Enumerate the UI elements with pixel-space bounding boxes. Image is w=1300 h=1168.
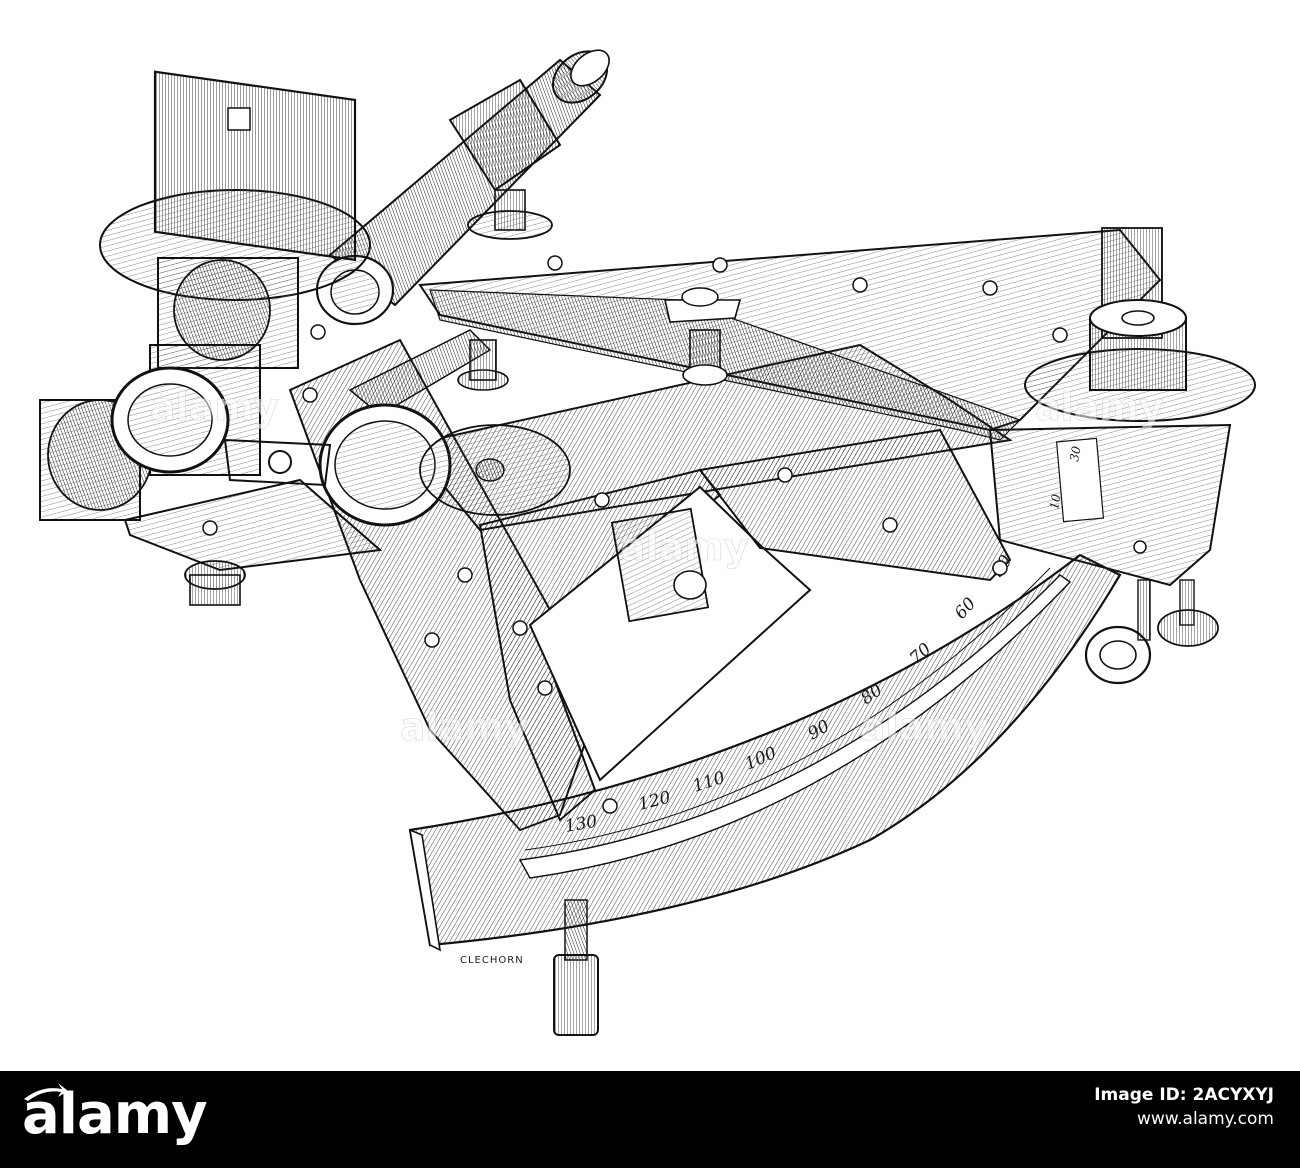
image-meta: Image ID: 2ACYXYJ www.alamy.com (1094, 1083, 1274, 1131)
watermark: alamy alamy alamy alamy alamy (150, 385, 1165, 750)
telescope (315, 49, 610, 326)
index-pivot (1024, 227, 1256, 422)
base-plate (123, 339, 571, 606)
vernier-label-30: 30 (1067, 445, 1084, 463)
watermark-text-3: alamy (620, 525, 749, 569)
index-clamp (663, 287, 742, 386)
image-id: Image ID: 2ACYXYJ (1094, 1085, 1274, 1105)
brand-logo[interactable]: alamy (22, 1082, 208, 1147)
vernier-label-10: 10 (1047, 493, 1064, 511)
graduated-arc (408, 553, 1122, 952)
brand-wordmark: alamy (22, 1082, 208, 1147)
horizon-shades (99, 70, 371, 369)
logo-swoosh-icon (24, 1083, 68, 1101)
site-url[interactable]: www.alamy.com (1136, 1109, 1274, 1129)
arc-label-60: 60 (951, 594, 980, 624)
sextant-engraving: 50 60 70 80 90 100 110 120 130 30 10 (39, 49, 1256, 1036)
engraver-signature: CLECHORN (460, 955, 524, 966)
horizon-mirror (39, 344, 452, 527)
watermark-text-4: alamy (400, 705, 529, 749)
sextant-illustration: 50 60 70 80 90 100 110 120 130 30 10 (39, 49, 1256, 1036)
watermark-text-5: alamy (860, 705, 989, 749)
frame-screws (202, 255, 1147, 814)
watermark-text-1: alamy (150, 385, 279, 429)
index-arm: 30 10 (418, 228, 1232, 587)
footer-bar: alamy Image ID: 2ACYXYJ www.alamy.com (0, 1071, 1300, 1168)
watermark-text-2: alamy (1035, 385, 1164, 429)
tangent-screws (610, 507, 1219, 685)
